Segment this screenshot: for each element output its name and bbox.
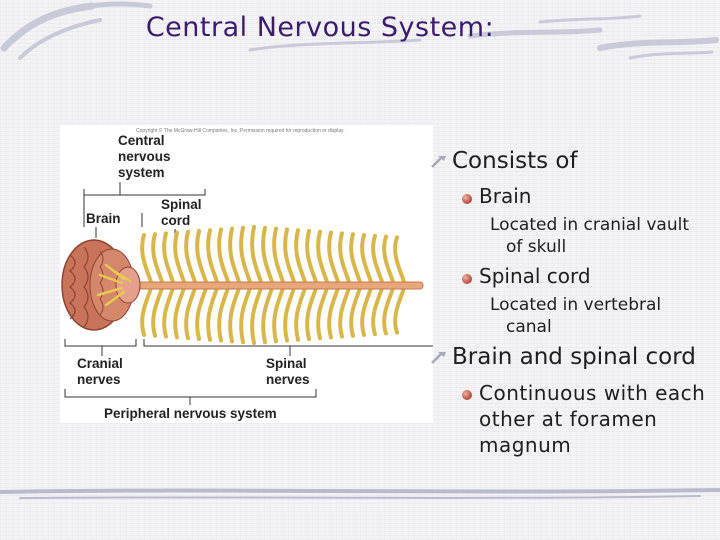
spinal-nerve-branch bbox=[338, 283, 352, 339]
label-spinal-nerves: Spinal nerves bbox=[266, 356, 310, 387]
spinal-nerve-branch bbox=[173, 283, 187, 340]
spinal-nerve-branch bbox=[272, 226, 286, 287]
spinal-nerve-branch bbox=[206, 283, 220, 342]
spinal-nerve-branch bbox=[173, 230, 187, 287]
footer-swash-decoration bbox=[0, 488, 720, 499]
spinal-nerve-branch bbox=[371, 233, 385, 287]
spinal-nerve-branch bbox=[393, 235, 407, 287]
spinal-nerve-branch bbox=[228, 283, 242, 344]
spinal-nerve-branch bbox=[195, 283, 209, 341]
level1-bullet-icon bbox=[431, 156, 446, 168]
spinal-nerve-branch bbox=[316, 229, 330, 287]
label-pns: Peripheral nervous system bbox=[104, 406, 277, 421]
spinal-cord-drawing bbox=[117, 281, 424, 290]
bullet-consists-of: Consists of bbox=[452, 148, 578, 174]
spinal-nerve-branch bbox=[360, 233, 374, 287]
spinal-nerve-branch bbox=[140, 283, 154, 337]
spinal-nerve-branch bbox=[228, 226, 242, 287]
spinal-nerve-branch bbox=[305, 283, 319, 341]
spinal-nerve-branch bbox=[283, 283, 297, 343]
spinal-nerve-branch bbox=[151, 232, 165, 287]
level2-bullet-icon bbox=[462, 390, 472, 400]
spinal-nerve-branch bbox=[261, 225, 275, 287]
bullet-brain-detail: Located in cranial vault of skull bbox=[490, 215, 689, 257]
nervous-system-illustration bbox=[61, 182, 433, 405]
spinal-nerve-branch bbox=[382, 283, 396, 336]
spinal-nerve-branch bbox=[327, 283, 341, 340]
nervous-system-figure: Copyright © The McGraw-Hill Companies, I… bbox=[60, 125, 433, 423]
spinal-nerve-branch bbox=[184, 229, 198, 287]
spinal-nerve-branch bbox=[250, 283, 264, 345]
spinal-nerve-branch bbox=[349, 232, 363, 287]
spinal-nerve-branch bbox=[239, 225, 253, 287]
spinal-nerve-branch bbox=[283, 227, 297, 287]
spinal-nerve-branch bbox=[371, 283, 385, 337]
brain-drawing bbox=[61, 239, 141, 331]
spinal-nerve-branch bbox=[151, 283, 165, 338]
bullet-brain-and-spinal-cord: Brain and spinal cord bbox=[452, 344, 696, 370]
spinal-nerve-branch bbox=[162, 283, 176, 339]
bullet-spinal-cord-detail: Located in vertebral canal bbox=[490, 295, 662, 337]
label-spinal-cord: Spinal cord bbox=[161, 197, 202, 228]
spinal-nerve-branch bbox=[162, 231, 176, 287]
spinal-nerve-branch bbox=[184, 283, 198, 341]
spinal-nerve-branch bbox=[349, 283, 363, 338]
spinal-nerve-branch bbox=[338, 231, 352, 287]
spinal-nerve-branch bbox=[294, 283, 308, 342]
spinal-nerve-branch bbox=[239, 283, 253, 345]
spinal-nerve-branch bbox=[250, 225, 264, 287]
header-swash-decoration bbox=[0, 1, 719, 60]
spinal-nerve-branch bbox=[261, 283, 275, 345]
spinal-nerve-branch bbox=[360, 283, 374, 337]
bullet-spinal-cord: Spinal cord bbox=[479, 264, 591, 288]
spinal-nerve-branch bbox=[195, 229, 209, 287]
bullet-continuous: Continuous with each other at foramen ma… bbox=[479, 381, 706, 457]
spinal-nerve-branch bbox=[305, 229, 319, 287]
level1-bullet-icon bbox=[431, 352, 446, 364]
spinal-nerve-branch bbox=[206, 228, 220, 287]
label-cranial-nerves: Cranial nerves bbox=[77, 356, 123, 387]
spinal-nerve-branch bbox=[272, 283, 286, 344]
bullet-brain: Brain bbox=[479, 184, 532, 208]
spinal-nerves-drawing bbox=[140, 225, 407, 345]
spinal-nerve-branch bbox=[327, 230, 341, 287]
level2-bullet-icon bbox=[462, 274, 472, 284]
spinal-nerve-branch bbox=[294, 228, 308, 287]
spinal-nerve-branch bbox=[217, 227, 231, 287]
spinal-nerve-branch bbox=[382, 234, 396, 287]
spinal-nerve-branch bbox=[316, 283, 330, 341]
spinal-nerve-branch bbox=[393, 283, 407, 335]
label-brain: Brain bbox=[86, 211, 121, 226]
spinal-nerve-branch bbox=[217, 283, 231, 343]
spinal-nerve-branch bbox=[140, 233, 154, 287]
label-cns: Central nervous system bbox=[118, 133, 171, 180]
level2-bullet-icon bbox=[462, 194, 472, 204]
slide-title: Central Nervous System: bbox=[145, 12, 495, 43]
figure-copyright: Copyright © The McGraw-Hill Companies, I… bbox=[136, 128, 345, 134]
